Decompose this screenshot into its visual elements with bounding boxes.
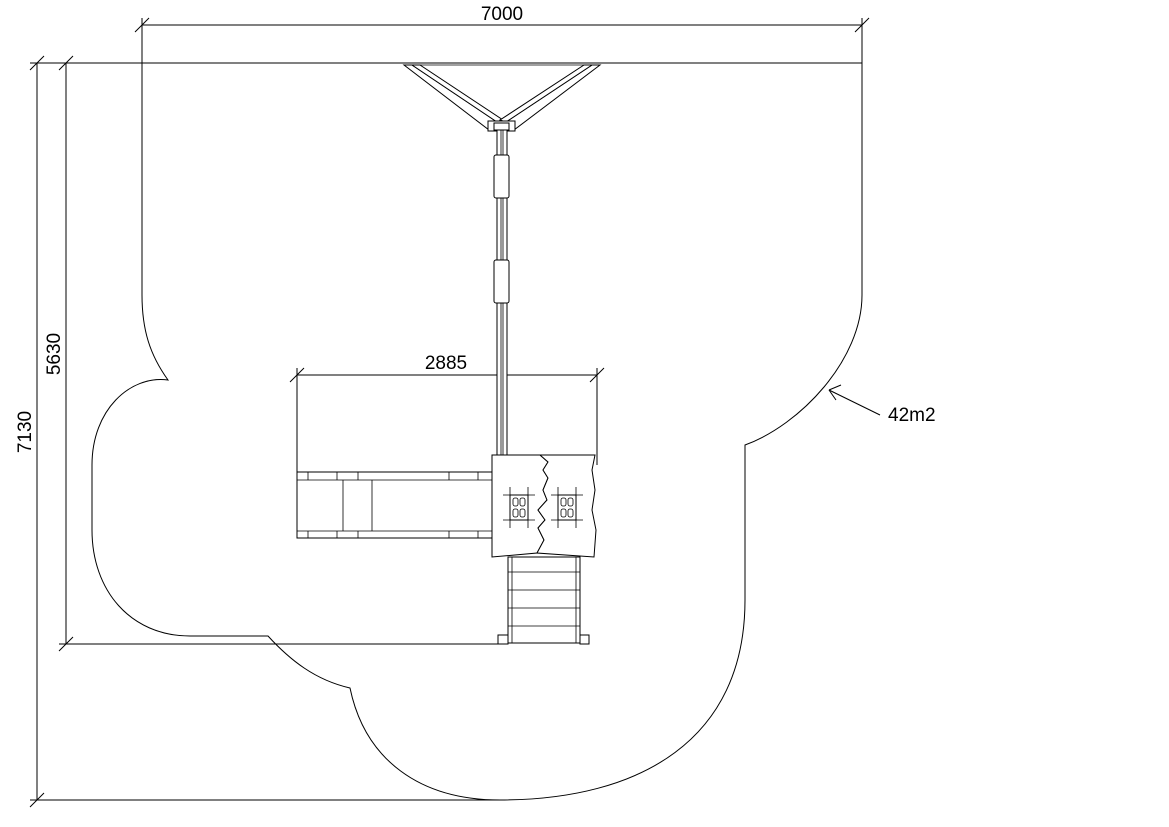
tower-panel-window-left xyxy=(503,487,535,528)
swing-beam xyxy=(493,129,510,456)
tower-steps xyxy=(497,556,590,645)
dimension-label-slide: 2885 xyxy=(425,353,467,374)
dimension-equipment-depth: 5630 xyxy=(44,55,500,652)
dimension-overall-depth: 7130 xyxy=(15,55,500,808)
dimension-overall-width: 7000 xyxy=(134,4,870,63)
dimension-slide-length: 2885 xyxy=(289,353,605,472)
tower-platform xyxy=(491,454,597,558)
swing-frame-legs xyxy=(402,64,602,132)
dimension-label-depth: 7130 xyxy=(15,411,36,453)
safety-area-boundary xyxy=(91,62,863,801)
area-label: 42m2 xyxy=(888,405,936,426)
dimension-label-width: 7000 xyxy=(481,4,523,25)
area-leader: 42m2 xyxy=(828,384,936,426)
tower-panel-window-right xyxy=(551,487,583,528)
slide xyxy=(296,471,494,539)
dimension-label-equipment-depth: 5630 xyxy=(44,333,65,375)
